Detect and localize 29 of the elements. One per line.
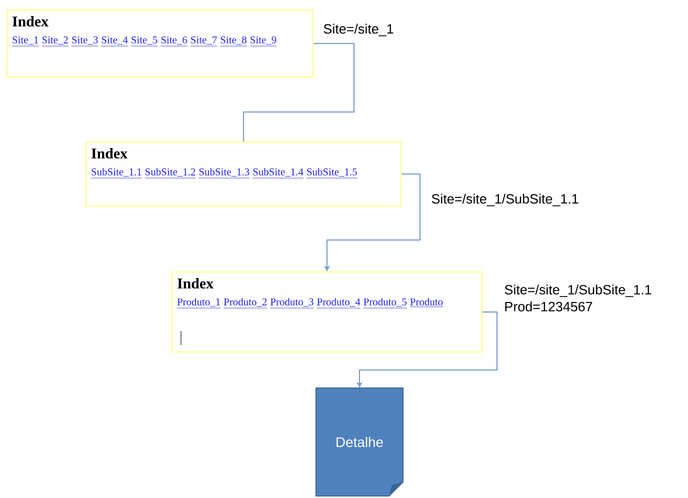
- link: SubSite_1.1: [90, 168, 142, 178]
- link: Produto_3: [270, 298, 314, 308]
- edge-label: Site=/site_1/SubSite_1.1 Prod=1234567: [504, 284, 652, 312]
- edge-label: Site=/site_1: [324, 24, 394, 36]
- link: Produto_5: [363, 298, 408, 308]
- link: SubSite_1.2: [144, 168, 196, 178]
- link: Site_6: [160, 36, 188, 46]
- page-box: [172, 272, 482, 352]
- link: SubSite_1.4: [252, 168, 304, 178]
- page-heading: Index: [92, 148, 128, 158]
- link: SubSite_1.5: [306, 168, 358, 178]
- page-box: [6, 10, 314, 78]
- link: SubSite_1.3: [198, 168, 250, 178]
- page-heading: Index: [12, 16, 48, 26]
- link: Site_5: [130, 36, 158, 46]
- edge-label: Site=/site_1/SubSite_1.1: [432, 194, 578, 206]
- link: Site_4: [101, 36, 128, 46]
- page-heading: Index: [178, 278, 214, 288]
- page-box: [86, 142, 402, 206]
- link: Produto_1: [176, 298, 221, 308]
- link: Site_3: [71, 36, 98, 46]
- link: Site_9: [250, 36, 277, 46]
- link: Produto_4: [316, 298, 361, 308]
- link: Produto: [410, 298, 444, 308]
- link: Site_7: [190, 36, 218, 46]
- link: Site_2: [42, 36, 69, 46]
- link: Produto_2: [223, 298, 268, 308]
- link: Site_8: [220, 36, 248, 46]
- link: Site_1: [12, 36, 39, 46]
